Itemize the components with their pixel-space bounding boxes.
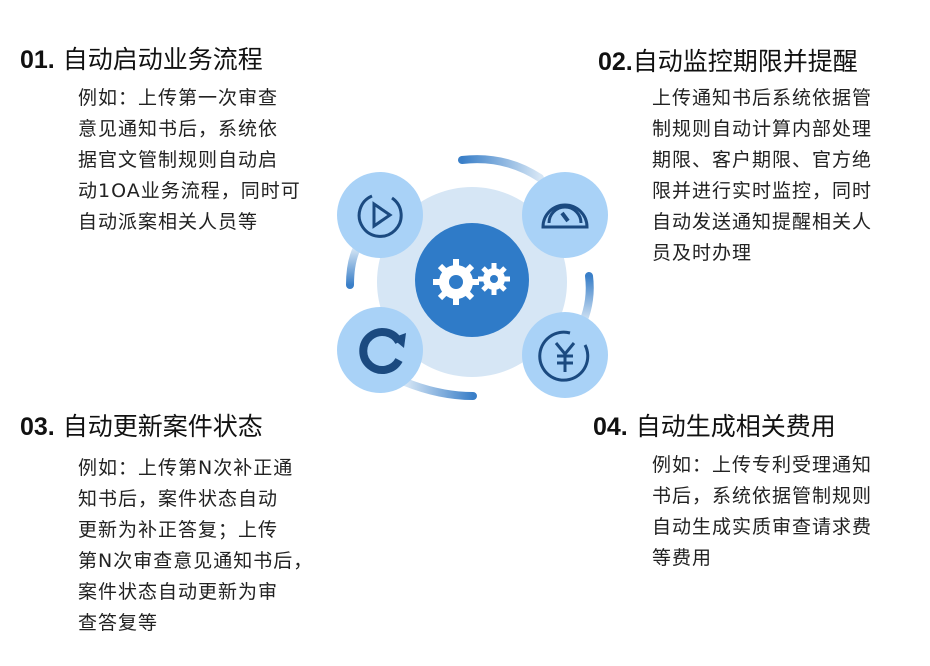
section-1-body: 例如：上传第一次审查意见通知书后，系统依据官文管制规则自动启动1OA业务流程，同…: [78, 87, 301, 233]
section-2-body: 上传通知书后系统依据管制规则自动计算内部处理期限、客户期限、官方绝限并进行实时监…: [652, 87, 873, 264]
section-4-title: 04. 自动生成相关费用: [593, 412, 836, 441]
arc-bottom: [401, 378, 477, 400]
section-3-body: 例如：上传第N次补正通知书后，案件状态自动更新为补正答复；上传第N次审查意见通知…: [78, 457, 314, 634]
section-3-title: 03. 自动更新案件状态: [20, 412, 263, 441]
arc-left: [346, 244, 361, 289]
play-icon: [357, 194, 403, 238]
node-start: [337, 172, 423, 258]
arc-top: [458, 155, 544, 182]
refresh-icon: [359, 328, 406, 374]
gauge-icon: [541, 203, 589, 229]
section-2-title: 02.自动监控期限并提醒: [598, 47, 858, 76]
section-1-title: 01. 自动启动业务流程: [20, 45, 263, 74]
section-4-body: 例如：上传专利受理通知书后，系统依据管制规则自动生成实质审查请求费等费用: [652, 454, 873, 569]
arc-right: [579, 272, 594, 326]
yen-icon: [538, 330, 590, 382]
node-update: [337, 307, 423, 393]
gears-icon: [433, 259, 510, 305]
